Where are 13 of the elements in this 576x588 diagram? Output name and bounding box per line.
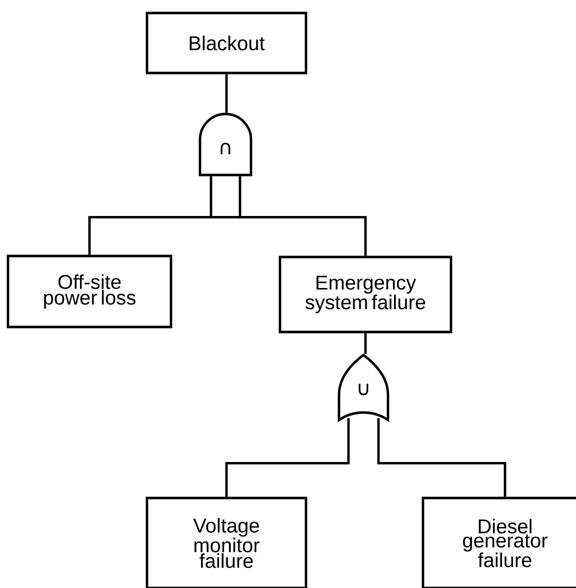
event-box: Emergency system failure xyxy=(278,256,452,334)
and-gate: ∩ xyxy=(198,112,252,176)
event-box: Blackout xyxy=(146,12,308,74)
connector-line xyxy=(225,418,350,497)
connector-line xyxy=(225,74,228,113)
event-box: Off-site power loss xyxy=(6,254,172,328)
event-box: Diesel generator failure xyxy=(422,496,576,588)
connector-line xyxy=(364,333,367,354)
or-gate: ∪ xyxy=(338,354,390,422)
event-box: Voltage monitor failure xyxy=(146,496,308,588)
connector-line xyxy=(377,418,506,497)
connector-line xyxy=(238,176,367,256)
connector-line xyxy=(88,175,242,256)
